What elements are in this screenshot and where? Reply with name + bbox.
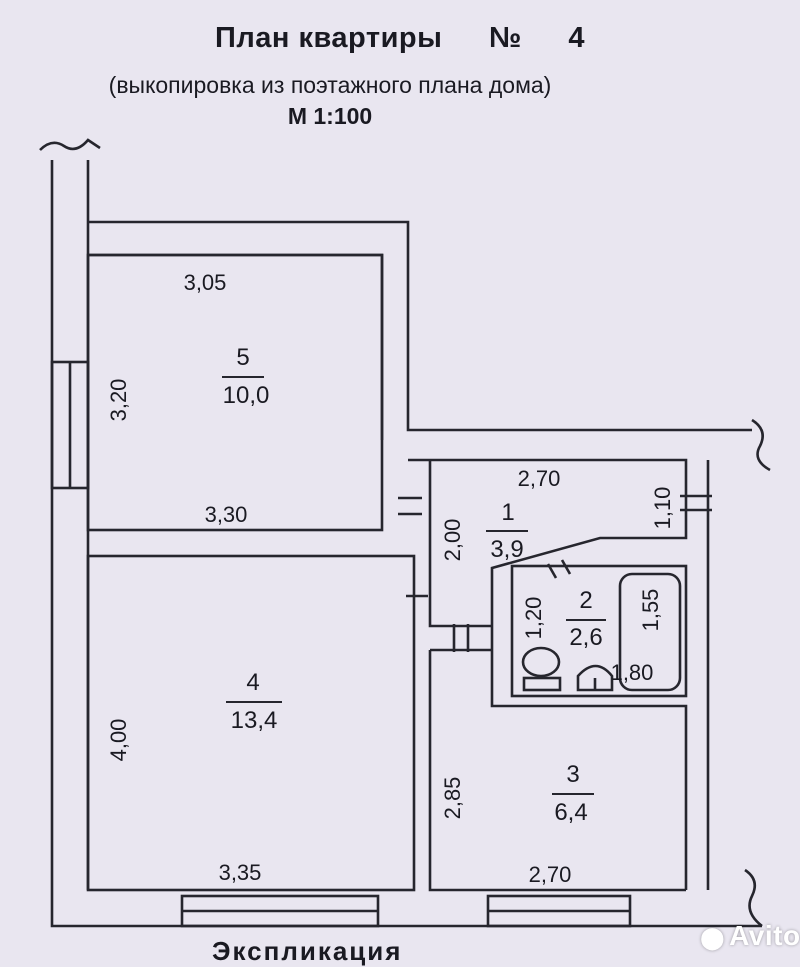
bathroom-outline bbox=[510, 564, 688, 698]
door-mark bbox=[560, 559, 572, 575]
dim-room2-right: 1,55 bbox=[638, 589, 663, 632]
room-4-number: 4 bbox=[246, 669, 259, 696]
toilet-icon bbox=[521, 646, 561, 678]
dim-room5-bottom: 3,30 bbox=[205, 502, 248, 527]
avito-brand: Avito bbox=[729, 920, 800, 951]
room-2-area: 2,6 bbox=[569, 624, 602, 651]
dim-room4-bottom: 3,35 bbox=[219, 860, 262, 885]
plan-number: 4 bbox=[568, 22, 585, 54]
room-3-outline bbox=[428, 648, 686, 892]
wall-break-top bbox=[39, 138, 101, 151]
plan-title: План квартиры № 4 bbox=[0, 22, 800, 55]
plan-scale: М 1:100 bbox=[287, 103, 373, 129]
plan-number-sign: № bbox=[488, 22, 522, 54]
room-1-area: 3,9 bbox=[490, 536, 523, 563]
dim-room1-right: 1,10 bbox=[650, 487, 675, 530]
room-4-area: 13,4 bbox=[231, 707, 278, 734]
room-4-outline bbox=[86, 554, 416, 892]
sink-icon bbox=[576, 664, 614, 692]
avito-logo-icon: ⬤ bbox=[700, 925, 726, 950]
wall-break-bottom bbox=[744, 868, 763, 928]
plan-title-text: План квартиры bbox=[215, 22, 443, 54]
avito-watermark: ⬤Avito bbox=[700, 920, 800, 952]
room-5-number: 5 bbox=[236, 344, 249, 371]
room-3-area: 6,4 bbox=[554, 799, 587, 826]
door-mark bbox=[546, 563, 558, 579]
dim-room4-left: 4,00 bbox=[106, 719, 131, 762]
wall-break-right bbox=[751, 418, 771, 472]
room-5-area: 10,0 bbox=[223, 382, 270, 409]
room-1-number: 1 bbox=[501, 499, 514, 526]
plan-subtitle: (выкопировка из поэтажного плана дома) bbox=[108, 72, 552, 98]
dim-room5-left: 3,20 bbox=[106, 379, 131, 422]
room-3-number: 3 bbox=[566, 761, 579, 788]
explication-caption: Экспликация bbox=[212, 936, 403, 966]
dim-room5-top: 3,05 bbox=[184, 270, 227, 295]
dim-room3-left: 2,85 bbox=[440, 777, 465, 820]
dim-room1-left: 2,00 bbox=[440, 519, 465, 562]
inner-wall-1 bbox=[408, 458, 710, 890]
dim-room2-bottom: 1,80 bbox=[611, 660, 654, 685]
room-2-number: 2 bbox=[579, 587, 592, 614]
corridor-wall bbox=[428, 460, 492, 628]
toilet-tank bbox=[522, 676, 562, 692]
dim-room1-top: 2,70 bbox=[518, 466, 561, 491]
dim-room3-bottom: 2,70 bbox=[529, 862, 572, 887]
bathtub-outline bbox=[618, 572, 682, 692]
dim-room2-left: 1,20 bbox=[521, 597, 546, 640]
